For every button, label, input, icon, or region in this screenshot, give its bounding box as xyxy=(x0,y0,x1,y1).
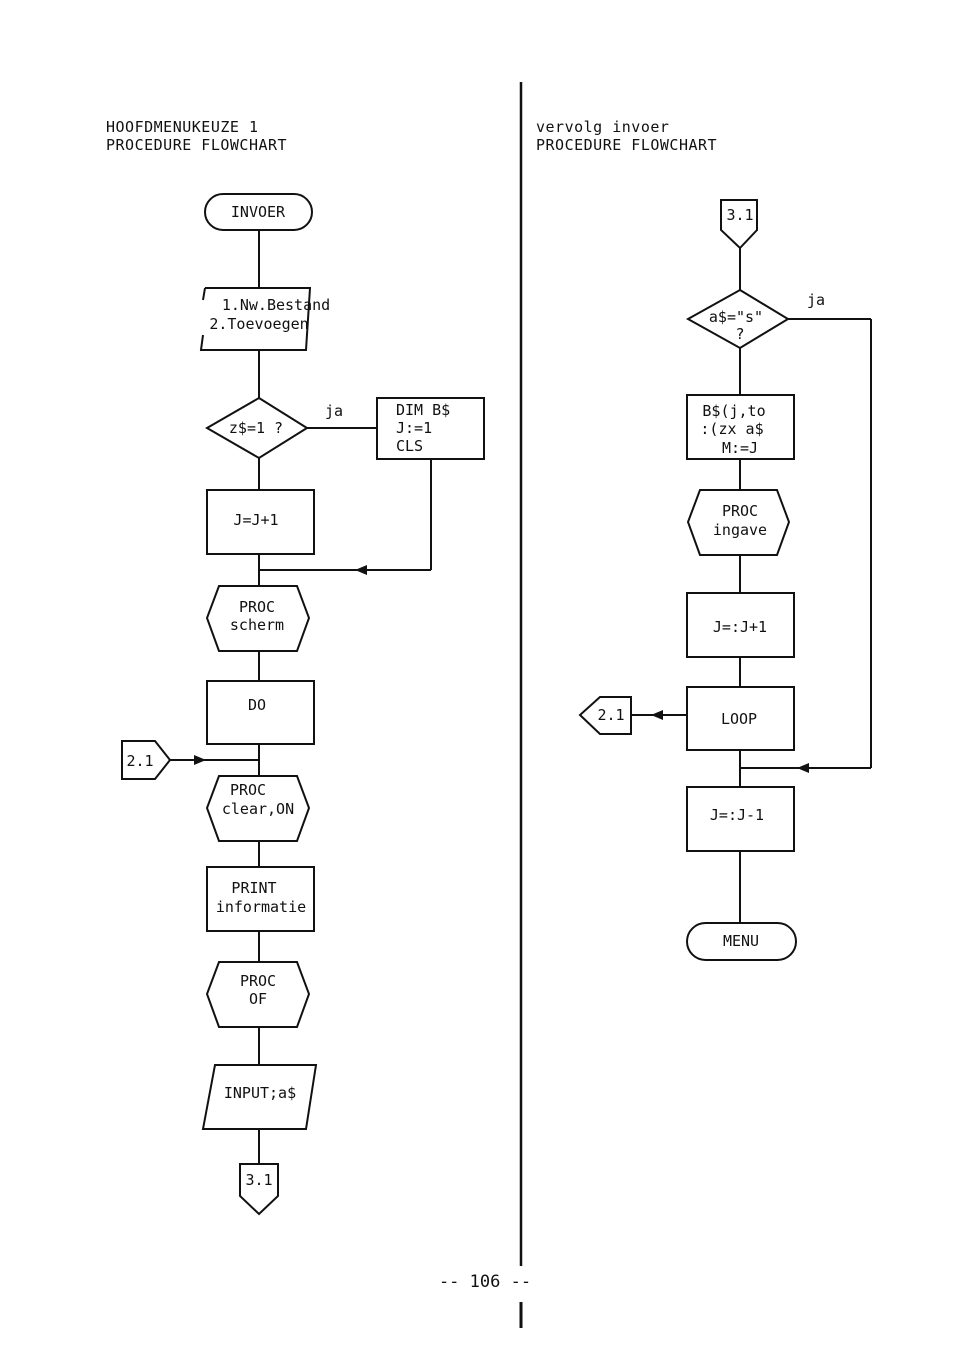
dim-line-2: J:=1 xyxy=(396,419,432,437)
left-header-line-1: HOOFDMENUKEUZE 1 xyxy=(106,118,259,136)
decrement-j-box: J=:J-1 xyxy=(686,786,795,852)
decision-z-equals-1: z$=1 ? ja xyxy=(204,396,343,460)
connector-3-1-in: 3.1 xyxy=(720,199,758,250)
right-connectors xyxy=(631,248,872,923)
right-header-line-2: PROCEDURE FLOWCHART xyxy=(536,136,718,154)
increment-j-right-label: J=:J+1 xyxy=(713,618,767,636)
invoer-terminal: INVOER xyxy=(204,193,313,231)
proc-clear-box: PROC clear,ON xyxy=(205,775,311,842)
print-line-1: PRINT xyxy=(231,879,276,897)
menu-terminal: MENU xyxy=(686,922,797,961)
print-line-2: informatie xyxy=(216,898,306,916)
left-header-line-2: PROCEDURE FLOWCHART xyxy=(106,136,288,154)
connector-3-1-in-label: 3.1 xyxy=(726,206,753,224)
proc-of-line-1: PROC xyxy=(240,972,276,990)
menu-option-1: 1.Nw.Bestand xyxy=(222,296,330,314)
increment-j-label: J=J+1 xyxy=(233,511,278,529)
proc-ingave-line-1: PROC xyxy=(722,502,758,520)
right-header: vervolg invoer PROCEDURE FLOWCHART xyxy=(536,118,717,154)
left-header: HOOFDMENUKEUZE 1 PROCEDURE FLOWCHART xyxy=(106,118,287,154)
input-menu-box: 1.Nw.Bestand 2.Toevoegen xyxy=(199,287,330,351)
page-number: -- 106 -- xyxy=(438,1272,532,1292)
print-informatie-box: PRINT informatie xyxy=(206,866,315,932)
proc-clear-line-2: clear,ON xyxy=(222,800,294,818)
invoer-label: INVOER xyxy=(231,203,286,221)
assign-b-box: B$(j,to :(zx a$ M:=J xyxy=(686,394,795,460)
do-label: DO xyxy=(248,696,266,714)
increment-j-right-box: J=:J+1 xyxy=(686,592,795,658)
decrement-j-label: J=:J-1 xyxy=(710,806,764,824)
menu-option-2: 2.Toevoegen xyxy=(209,315,308,333)
proc-clear-line-1: PROC xyxy=(230,781,266,799)
proc-scherm-line-2: scherm xyxy=(230,616,284,634)
assign-line-2: :(zx a$ xyxy=(700,420,763,438)
assign-line-1: B$(j,to xyxy=(702,402,765,420)
input-a-box: INPUT;a$ xyxy=(201,1064,318,1130)
menu-label: MENU xyxy=(723,932,759,950)
connector-2-1-out: 2.1 xyxy=(578,696,632,735)
proc-ingave-line-2: ingave xyxy=(713,521,767,539)
proc-scherm-line-1: PROC xyxy=(239,598,275,616)
proc-of-box: PROC OF xyxy=(205,961,311,1028)
loop-box: LOOP xyxy=(686,686,795,751)
loop-label: LOOP xyxy=(721,710,757,728)
decision-z-label: z$=1 ? xyxy=(229,419,283,437)
connector-2-1-in-label: 2.1 xyxy=(126,752,153,770)
decision-a-equals-s: a$="s" ? ja xyxy=(685,288,825,350)
right-header-line-1: vervolg invoer xyxy=(536,118,670,136)
connector-2-1-in: 2.1 xyxy=(121,740,172,780)
dim-box: DIM B$ J:=1 CLS xyxy=(376,397,485,460)
do-box: DO xyxy=(206,680,315,745)
decision-a-line-2: ? xyxy=(735,325,744,343)
decision-z-yes-label: ja xyxy=(325,402,343,420)
proc-scherm-box: PROC scherm xyxy=(205,585,311,652)
connector-3-1-out-label: 3.1 xyxy=(245,1171,272,1189)
dim-line-1: DIM B$ xyxy=(396,401,450,419)
connector-2-1-out-label: 2.1 xyxy=(597,706,624,724)
assign-line-3: M:=J xyxy=(722,439,758,457)
decision-a-yes-label: ja xyxy=(807,291,825,309)
proc-of-line-2: OF xyxy=(249,990,267,1008)
left-connectors xyxy=(170,230,432,1164)
increment-j-box: J=J+1 xyxy=(206,489,315,555)
connector-3-1-out: 3.1 xyxy=(239,1163,279,1216)
proc-ingave-box: PROC ingave xyxy=(686,489,791,556)
decision-a-line-1: a$="s" xyxy=(709,308,763,326)
input-a-label: INPUT;a$ xyxy=(224,1084,296,1102)
dim-line-3: CLS xyxy=(396,437,423,455)
